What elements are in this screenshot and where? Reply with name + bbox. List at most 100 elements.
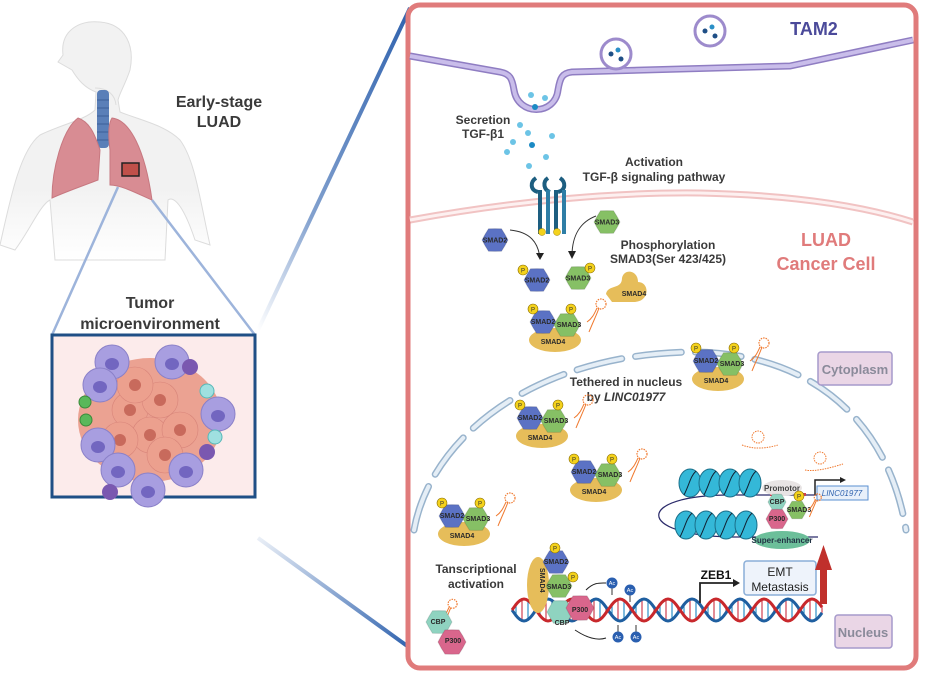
svg-text:Ac: Ac bbox=[627, 588, 634, 594]
tgf-beta-receptor bbox=[529, 176, 567, 236]
smad3-label: SMAD3 bbox=[547, 584, 572, 591]
nucleosome bbox=[714, 510, 738, 540]
phosphate-icon: P bbox=[527, 303, 539, 315]
nucleosome bbox=[694, 510, 718, 540]
emt-label: EMT bbox=[767, 565, 793, 579]
linc01977-gene-label: LINC01977 bbox=[822, 489, 863, 498]
right-lung bbox=[108, 117, 153, 201]
smad2-label: SMAD2 bbox=[544, 559, 569, 566]
emt-metastasis-box: EMT Metastasis bbox=[743, 560, 817, 596]
linc01977-rna bbox=[804, 451, 844, 471]
svg-text:SMAD4: SMAD4 bbox=[538, 568, 545, 593]
smad2-label: SMAD2 bbox=[531, 319, 556, 326]
svg-text:P: P bbox=[610, 458, 614, 464]
luad-label: LUAD bbox=[197, 114, 241, 131]
phosphate-icon: P bbox=[793, 490, 805, 502]
phosphate-icon: P bbox=[584, 262, 596, 274]
microenvironment-label: microenvironment bbox=[80, 316, 220, 333]
nucleosome bbox=[674, 510, 698, 540]
phosphate-icon: P bbox=[728, 342, 740, 354]
svg-text:P: P bbox=[440, 502, 444, 508]
cbp-label: CBP bbox=[555, 620, 570, 627]
smad3-label: SMAD3 bbox=[787, 507, 812, 514]
nucleosome bbox=[738, 468, 762, 498]
early-stage-label: Early-stage bbox=[176, 94, 262, 111]
smad4-label: SMAD4 bbox=[450, 533, 475, 540]
tgf-beta1-molecules bbox=[504, 92, 555, 169]
cytoplasm-label: Cytoplasm bbox=[822, 362, 888, 377]
smad2-label: SMAD2 bbox=[572, 469, 597, 476]
phosphate-icon: P bbox=[474, 497, 486, 509]
nucleosome bbox=[734, 510, 758, 540]
phosphate-icon: P bbox=[549, 542, 561, 554]
svg-text:P: P bbox=[569, 308, 573, 314]
smad2-label: SMAD2 bbox=[483, 238, 508, 245]
smad3-label: SMAD3 bbox=[544, 418, 569, 425]
chromatin-loop: Promotor Super-enhancer LINC01977 bbox=[658, 468, 869, 549]
smad3-label: SMAD3 bbox=[720, 361, 745, 368]
secretion-label: Secretion bbox=[456, 113, 511, 127]
zoom-line-top bbox=[256, 7, 412, 331]
nucleus-label: Nucleus bbox=[838, 625, 889, 640]
svg-text:Ac: Ac bbox=[633, 635, 640, 641]
smad2-label: SMAD2 bbox=[525, 278, 550, 285]
cancer-cell-panel bbox=[405, 2, 919, 671]
smad2-label: SMAD2 bbox=[694, 358, 719, 365]
nucleosome bbox=[678, 468, 702, 498]
smad3-label: SMAD3 bbox=[595, 220, 620, 227]
smad3-protein: SMAD3 bbox=[593, 210, 621, 234]
phosphate-icon: P bbox=[568, 453, 580, 465]
smad4-label: SMAD4 bbox=[704, 378, 729, 385]
human-figure bbox=[0, 21, 256, 336]
tumor-location-box bbox=[121, 162, 140, 177]
luad-cell-label: LUAD bbox=[801, 230, 851, 250]
activation-label: Activation bbox=[625, 155, 683, 169]
tumor-microenvironment-inset bbox=[50, 333, 257, 508]
phosphate-icon: P bbox=[565, 303, 577, 315]
smad4-label: SMAD4 bbox=[582, 489, 607, 496]
cancer-cell-label: Cancer Cell bbox=[776, 254, 875, 274]
tgf-beta-pathway-label: TGF-β signaling pathway bbox=[583, 170, 726, 184]
svg-text:P: P bbox=[556, 404, 560, 410]
svg-text:Ac: Ac bbox=[609, 581, 616, 587]
phosphate-icon: P bbox=[567, 571, 579, 583]
cbp-label: CBP bbox=[431, 619, 446, 626]
phosphate-icon: P bbox=[517, 264, 529, 276]
p300-label: P300 bbox=[572, 607, 588, 614]
tumor-label: Tumor bbox=[126, 295, 175, 312]
super-enhancer-label: Super-enhancer bbox=[752, 536, 813, 545]
smad2-label: SMAD2 bbox=[518, 415, 543, 422]
smad3-label: SMAD3 bbox=[466, 516, 491, 523]
cbp-label: CBP bbox=[770, 499, 785, 506]
svg-text:P: P bbox=[588, 267, 592, 273]
linc01977-rna bbox=[741, 430, 779, 449]
svg-text:P: P bbox=[797, 495, 801, 501]
cytoplasm-badge: Cytoplasm bbox=[817, 351, 893, 386]
svg-text:P: P bbox=[572, 458, 576, 464]
smad3-label: SMAD3 bbox=[557, 322, 582, 329]
acetyl-group-icon: Ac bbox=[612, 625, 624, 643]
transcriptional-label: Tanscriptional bbox=[435, 562, 516, 576]
smad4-label: SMAD4 bbox=[622, 291, 647, 298]
p300-label: P300 bbox=[769, 516, 785, 523]
tethered-by-label: by LINC01977 bbox=[587, 390, 667, 404]
zeb1-tss-arrow bbox=[699, 582, 735, 603]
svg-text:P: P bbox=[521, 269, 525, 275]
phosphate-icon: P bbox=[514, 399, 526, 411]
acetyl-group-icon: Ac bbox=[630, 625, 642, 643]
tethered-label: Tethered in nucleus bbox=[570, 375, 683, 389]
phosphate-icon: P bbox=[606, 453, 618, 465]
phosphate-icon: P bbox=[690, 342, 702, 354]
upregulation-arrow bbox=[815, 545, 832, 604]
svg-text:P: P bbox=[531, 308, 535, 314]
tgf-beta1-label: TGF-β1 bbox=[462, 127, 504, 141]
vesicle bbox=[599, 37, 633, 71]
phosphate-icon: P bbox=[436, 497, 448, 509]
